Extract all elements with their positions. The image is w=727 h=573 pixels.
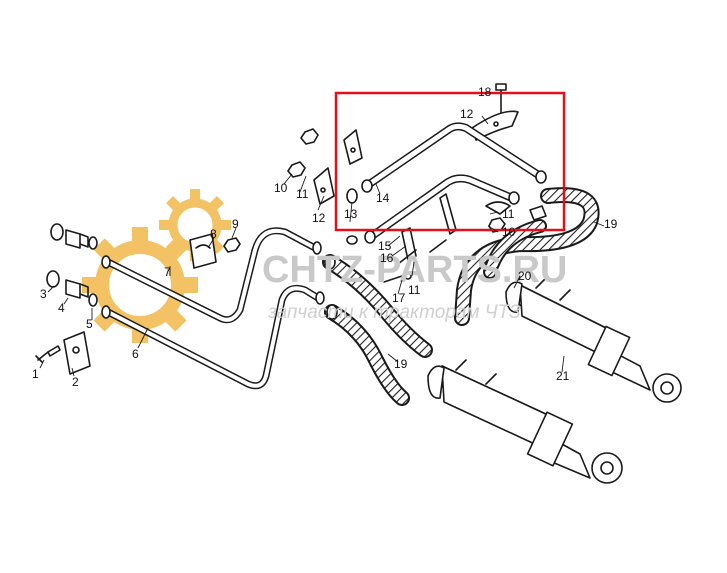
callout-8: 8 bbox=[210, 227, 217, 241]
hose-icon bbox=[322, 254, 433, 406]
nut-icon bbox=[223, 237, 241, 253]
callout-11b: 11 bbox=[408, 283, 421, 297]
callout-2: 2 bbox=[72, 375, 79, 389]
callout-15: 15 bbox=[378, 239, 392, 253]
callout-4: 4 bbox=[58, 301, 65, 315]
callout-7: 7 bbox=[164, 265, 171, 279]
o-ring-icon bbox=[346, 235, 358, 245]
bolt-icon bbox=[35, 345, 61, 363]
callout-20: 20 bbox=[518, 269, 532, 283]
callout-9: 9 bbox=[232, 217, 239, 231]
bolt-icon bbox=[383, 239, 447, 283]
hose-icon bbox=[454, 187, 600, 326]
callout-12a: 12 bbox=[312, 211, 326, 225]
watermark-subtitle: запчасти к тракторам ЧТЗ bbox=[267, 302, 521, 323]
callout-11a: 11 bbox=[296, 187, 309, 201]
hydraulic-cylinder-icon bbox=[505, 277, 682, 403]
callout-21: 21 bbox=[556, 369, 570, 383]
callout-10a: 10 bbox=[274, 181, 288, 195]
nut-icon bbox=[287, 128, 319, 178]
callout-17: 17 bbox=[392, 291, 406, 305]
callout-6: 6 bbox=[132, 347, 139, 361]
callout-14: 14 bbox=[376, 191, 390, 205]
callout-3: 3 bbox=[40, 287, 47, 301]
o-ring-icon bbox=[346, 188, 358, 204]
fitting-icon bbox=[65, 229, 89, 299]
bracket-icon bbox=[63, 331, 91, 375]
highlight-frame bbox=[334, 91, 566, 232]
callout-19a: 19 bbox=[604, 217, 618, 231]
callout-11c: 11 bbox=[502, 207, 515, 221]
callout-12b: 12 bbox=[460, 107, 474, 121]
callout-5: 5 bbox=[86, 317, 93, 331]
callout-13: 13 bbox=[344, 207, 358, 221]
callout-19b: 19 bbox=[394, 357, 408, 371]
hydraulic-cylinder-icon bbox=[427, 359, 623, 484]
callout-10b: 10 bbox=[502, 225, 516, 239]
steel-tube-icon bbox=[361, 122, 547, 244]
callout-18: 18 bbox=[478, 85, 492, 99]
bolt-icon bbox=[495, 83, 507, 115]
steel-tube-icon bbox=[101, 227, 325, 390]
callout-16: 16 bbox=[380, 251, 394, 265]
callout-1: 1 bbox=[32, 367, 39, 381]
clamp-plate-icon bbox=[313, 129, 363, 205]
